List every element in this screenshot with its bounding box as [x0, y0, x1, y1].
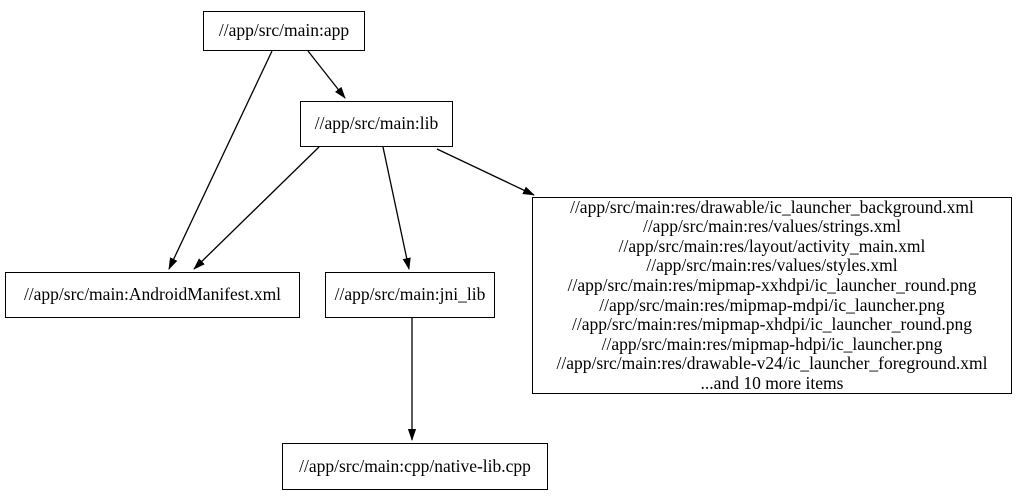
edge-lib-to-res: [436, 148, 535, 196]
node-native-lib-cpp-target: //app/src/main:cpp/native-lib.cpp: [282, 443, 548, 490]
node-res-files-target: //app/src/main:res/drawable/ic_launcher_…: [532, 197, 1012, 394]
res-file-line: //app/src/main:res/layout/activity_main.…: [618, 235, 926, 256]
res-file-line: //app/src/main:res/drawable/ic_launcher_…: [570, 196, 974, 217]
res-file-line: //app/src/main:res/mipmap-xxhdpi/ic_laun…: [567, 274, 977, 295]
node-app-target: //app/src/main:app: [203, 11, 365, 51]
node-jni-lib-label: //app/src/main:jni_lib: [334, 284, 486, 305]
edge-app-to-lib: [307, 50, 346, 99]
node-native-lib-cpp-label: //app/src/main:cpp/native-lib.cpp: [299, 455, 531, 476]
res-file-line: //app/src/main:res/mipmap-mdpi/ic_launch…: [599, 294, 945, 315]
res-file-line: //app/src/main:res/values/strings.xml: [642, 216, 902, 237]
node-app-label: //app/src/main:app: [218, 20, 350, 41]
node-lib-label: //app/src/main:lib: [314, 113, 439, 134]
node-androidmanifest-target: //app/src/main:AndroidManifest.xml: [5, 272, 300, 318]
res-more-items-line: ...and 10 more items: [700, 372, 844, 393]
res-file-line: //app/src/main:res/values/styles.xml: [646, 255, 898, 276]
res-file-line: //app/src/main:res/mipmap-xhdpi/ic_launc…: [572, 314, 972, 335]
edge-lib-to-jni_lib: [382, 146, 411, 270]
node-lib-target: //app/src/main:lib: [300, 101, 453, 147]
edge-app-to-manifest: [168, 50, 273, 270]
node-jni-lib-target: //app/src/main:jni_lib: [325, 272, 495, 318]
res-file-line: //app/src/main:res/drawable-v24/ic_launc…: [556, 353, 988, 374]
res-file-line: //app/src/main:res/mipmap-hdpi/ic_launch…: [601, 333, 943, 354]
edge-lib-to-manifest: [193, 146, 320, 270]
node-androidmanifest-label: //app/src/main:AndroidManifest.xml: [23, 284, 282, 305]
